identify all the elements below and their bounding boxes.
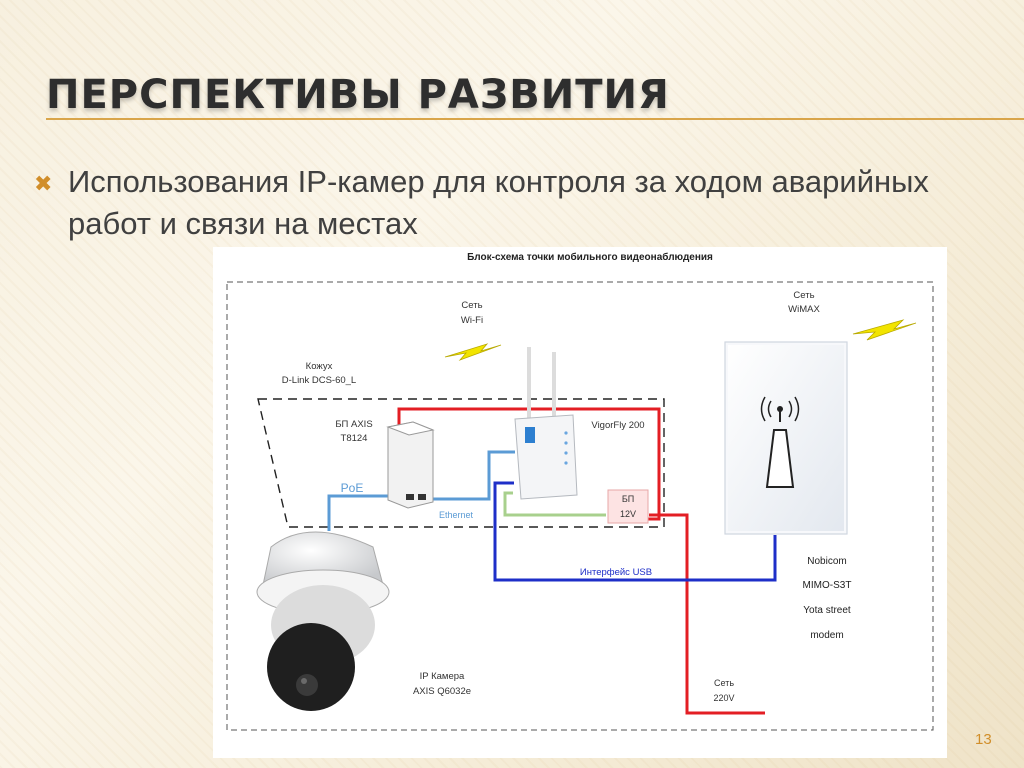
- diagram-title: Блок-схема точки мобильного видеонаблюде…: [467, 251, 713, 263]
- modem-label-1: Nobicom: [807, 556, 846, 567]
- psu-12v-box: [607, 489, 649, 524]
- page-number: 13: [975, 731, 992, 748]
- router-label: VigorFly 200: [591, 420, 644, 431]
- usb-cable: [493, 481, 777, 582]
- lightning-icon: [852, 319, 917, 341]
- camera-label-1: IP Камера: [420, 671, 465, 682]
- power-220v-label-1: Сеть: [714, 678, 734, 688]
- psu-axis-device: [386, 421, 435, 509]
- wifi-label-1: Сеть: [461, 300, 482, 311]
- green-cable: [503, 491, 606, 517]
- slide-title: Перспективы развития: [46, 72, 670, 118]
- modem-label-3: Yota street: [803, 605, 851, 616]
- psu-12v-label-1: БП: [622, 494, 634, 504]
- router-device: [514, 347, 578, 500]
- psu-axis-label-2: T8124: [341, 433, 368, 444]
- dome-camera-icon: [256, 531, 390, 711]
- title-rule: [46, 118, 1024, 120]
- housing-label-1: Кожух: [306, 361, 333, 372]
- bullet-text: Использования IP-камер для контроля за х…: [68, 164, 929, 241]
- housing-label-2: D-Link DCS-60_L: [282, 375, 356, 386]
- power-cable-220v: [649, 513, 765, 715]
- antenna-icon: [760, 396, 800, 488]
- lightning-icon: [444, 343, 502, 361]
- wimax-label-2: WiMAX: [788, 304, 820, 315]
- wimax-label-1: Сеть: [793, 290, 814, 301]
- usb-label: Интерфейс USB: [580, 567, 652, 578]
- modem-label-2: MIMO-S3T: [803, 580, 852, 591]
- psu-axis-label-1: БП AXIS: [335, 419, 372, 430]
- ethernet-label: Ethernet: [439, 510, 474, 520]
- wifi-label-2: Wi-Fi: [461, 315, 483, 326]
- modem-label-4: modem: [810, 630, 843, 641]
- outer-frame: [226, 281, 934, 731]
- ethernet-cable: [425, 450, 515, 501]
- poe-cable: [327, 494, 405, 531]
- psu-12v-label-2: 12V: [620, 509, 636, 519]
- block-diagram: Блок-схема точки мобильного видеонаблюде…: [213, 247, 947, 758]
- block-diagram-svg: Блок-схема точки мобильного видеонаблюде…: [226, 251, 934, 731]
- bullet-x-icon: ✖: [34, 172, 53, 197]
- poe-label: PoE: [341, 481, 364, 495]
- power-cable-loop: [397, 407, 661, 521]
- housing-frame: [257, 398, 665, 528]
- power-220v-label-2: 220V: [713, 693, 734, 703]
- camera-label-2: AXIS Q6032e: [413, 686, 471, 697]
